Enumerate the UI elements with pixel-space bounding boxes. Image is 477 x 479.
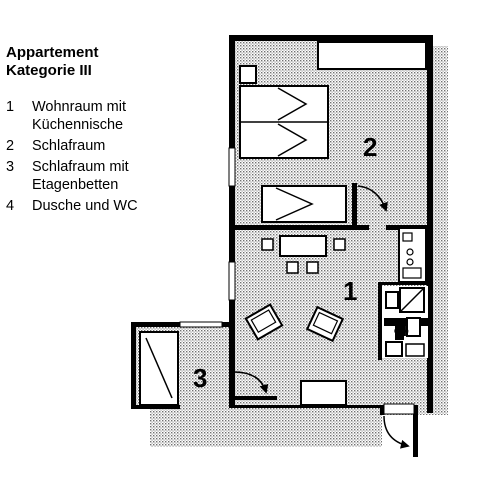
entrance-door: [383, 403, 415, 415]
window-room2: [228, 147, 236, 187]
right-strip: [430, 46, 448, 415]
legend-item-line: Etagenbetten: [32, 177, 119, 193]
dining-table-set: [261, 235, 346, 274]
armchair: [305, 305, 345, 343]
legend-item-text: Schlafraum: [32, 137, 216, 155]
single-bed: [261, 185, 347, 223]
sofa: [300, 380, 347, 406]
legend-item-4: 4 Dusche und WC: [6, 197, 216, 215]
legend-item-number: 4: [6, 198, 15, 214]
legend: Appartement Kategorie III 1 Wohnraum mit…: [6, 44, 216, 218]
window-room3: [179, 321, 223, 328]
nightstand: [239, 65, 257, 84]
legend-item-3: 3 Schlafraum mit Etagenbetten: [6, 158, 216, 194]
legend-title-line-2: Kategorie III: [6, 62, 92, 79]
entrance-area: [150, 405, 382, 447]
legend-item-line: Dusche und WC: [32, 198, 138, 214]
legend-item-number: 2: [6, 138, 15, 154]
door-swing-room3: [233, 371, 269, 394]
room-label-1: 1: [343, 276, 357, 306]
door-swing-entrance: [383, 415, 410, 449]
window-room1: [228, 261, 236, 301]
wardrobe: [317, 41, 427, 70]
bathroom: [382, 286, 428, 358]
bunk-bed: [139, 331, 179, 406]
legend-item-text: Dusche und WC: [32, 197, 216, 215]
room-label-4: 4: [394, 312, 409, 342]
legend-item-text: Schlafraum mit Etagenbetten: [32, 158, 216, 194]
legend-item-1: 1 Wohnraum mit Küchennische: [6, 98, 216, 134]
legend-item-text: Wohnraum mit Küchennische: [32, 98, 216, 134]
door-swing-room2: [357, 185, 388, 212]
armchair: [244, 303, 284, 341]
legend-item-line: Küchennische: [32, 117, 124, 133]
legend-list: 1 Wohnraum mit Küchennische 2 Schlafraum…: [6, 98, 216, 215]
legend-item-line: Schlafraum mit: [32, 159, 129, 175]
legend-item-number: 3: [6, 159, 15, 175]
legend-title-line-1: Appartement: [6, 44, 99, 61]
double-bed: [239, 85, 329, 159]
room-label-3: 3: [193, 363, 207, 393]
legend-item-2: 2 Schlafraum: [6, 137, 216, 155]
legend-title: Appartement Kategorie III: [6, 44, 216, 80]
legend-item-line: Schlafraum: [32, 138, 106, 154]
legend-item-number: 1: [6, 99, 15, 115]
room-label-2: 2: [363, 132, 377, 162]
legend-item-line: Wohnraum mit: [32, 99, 127, 115]
kitchenette: [398, 227, 427, 283]
